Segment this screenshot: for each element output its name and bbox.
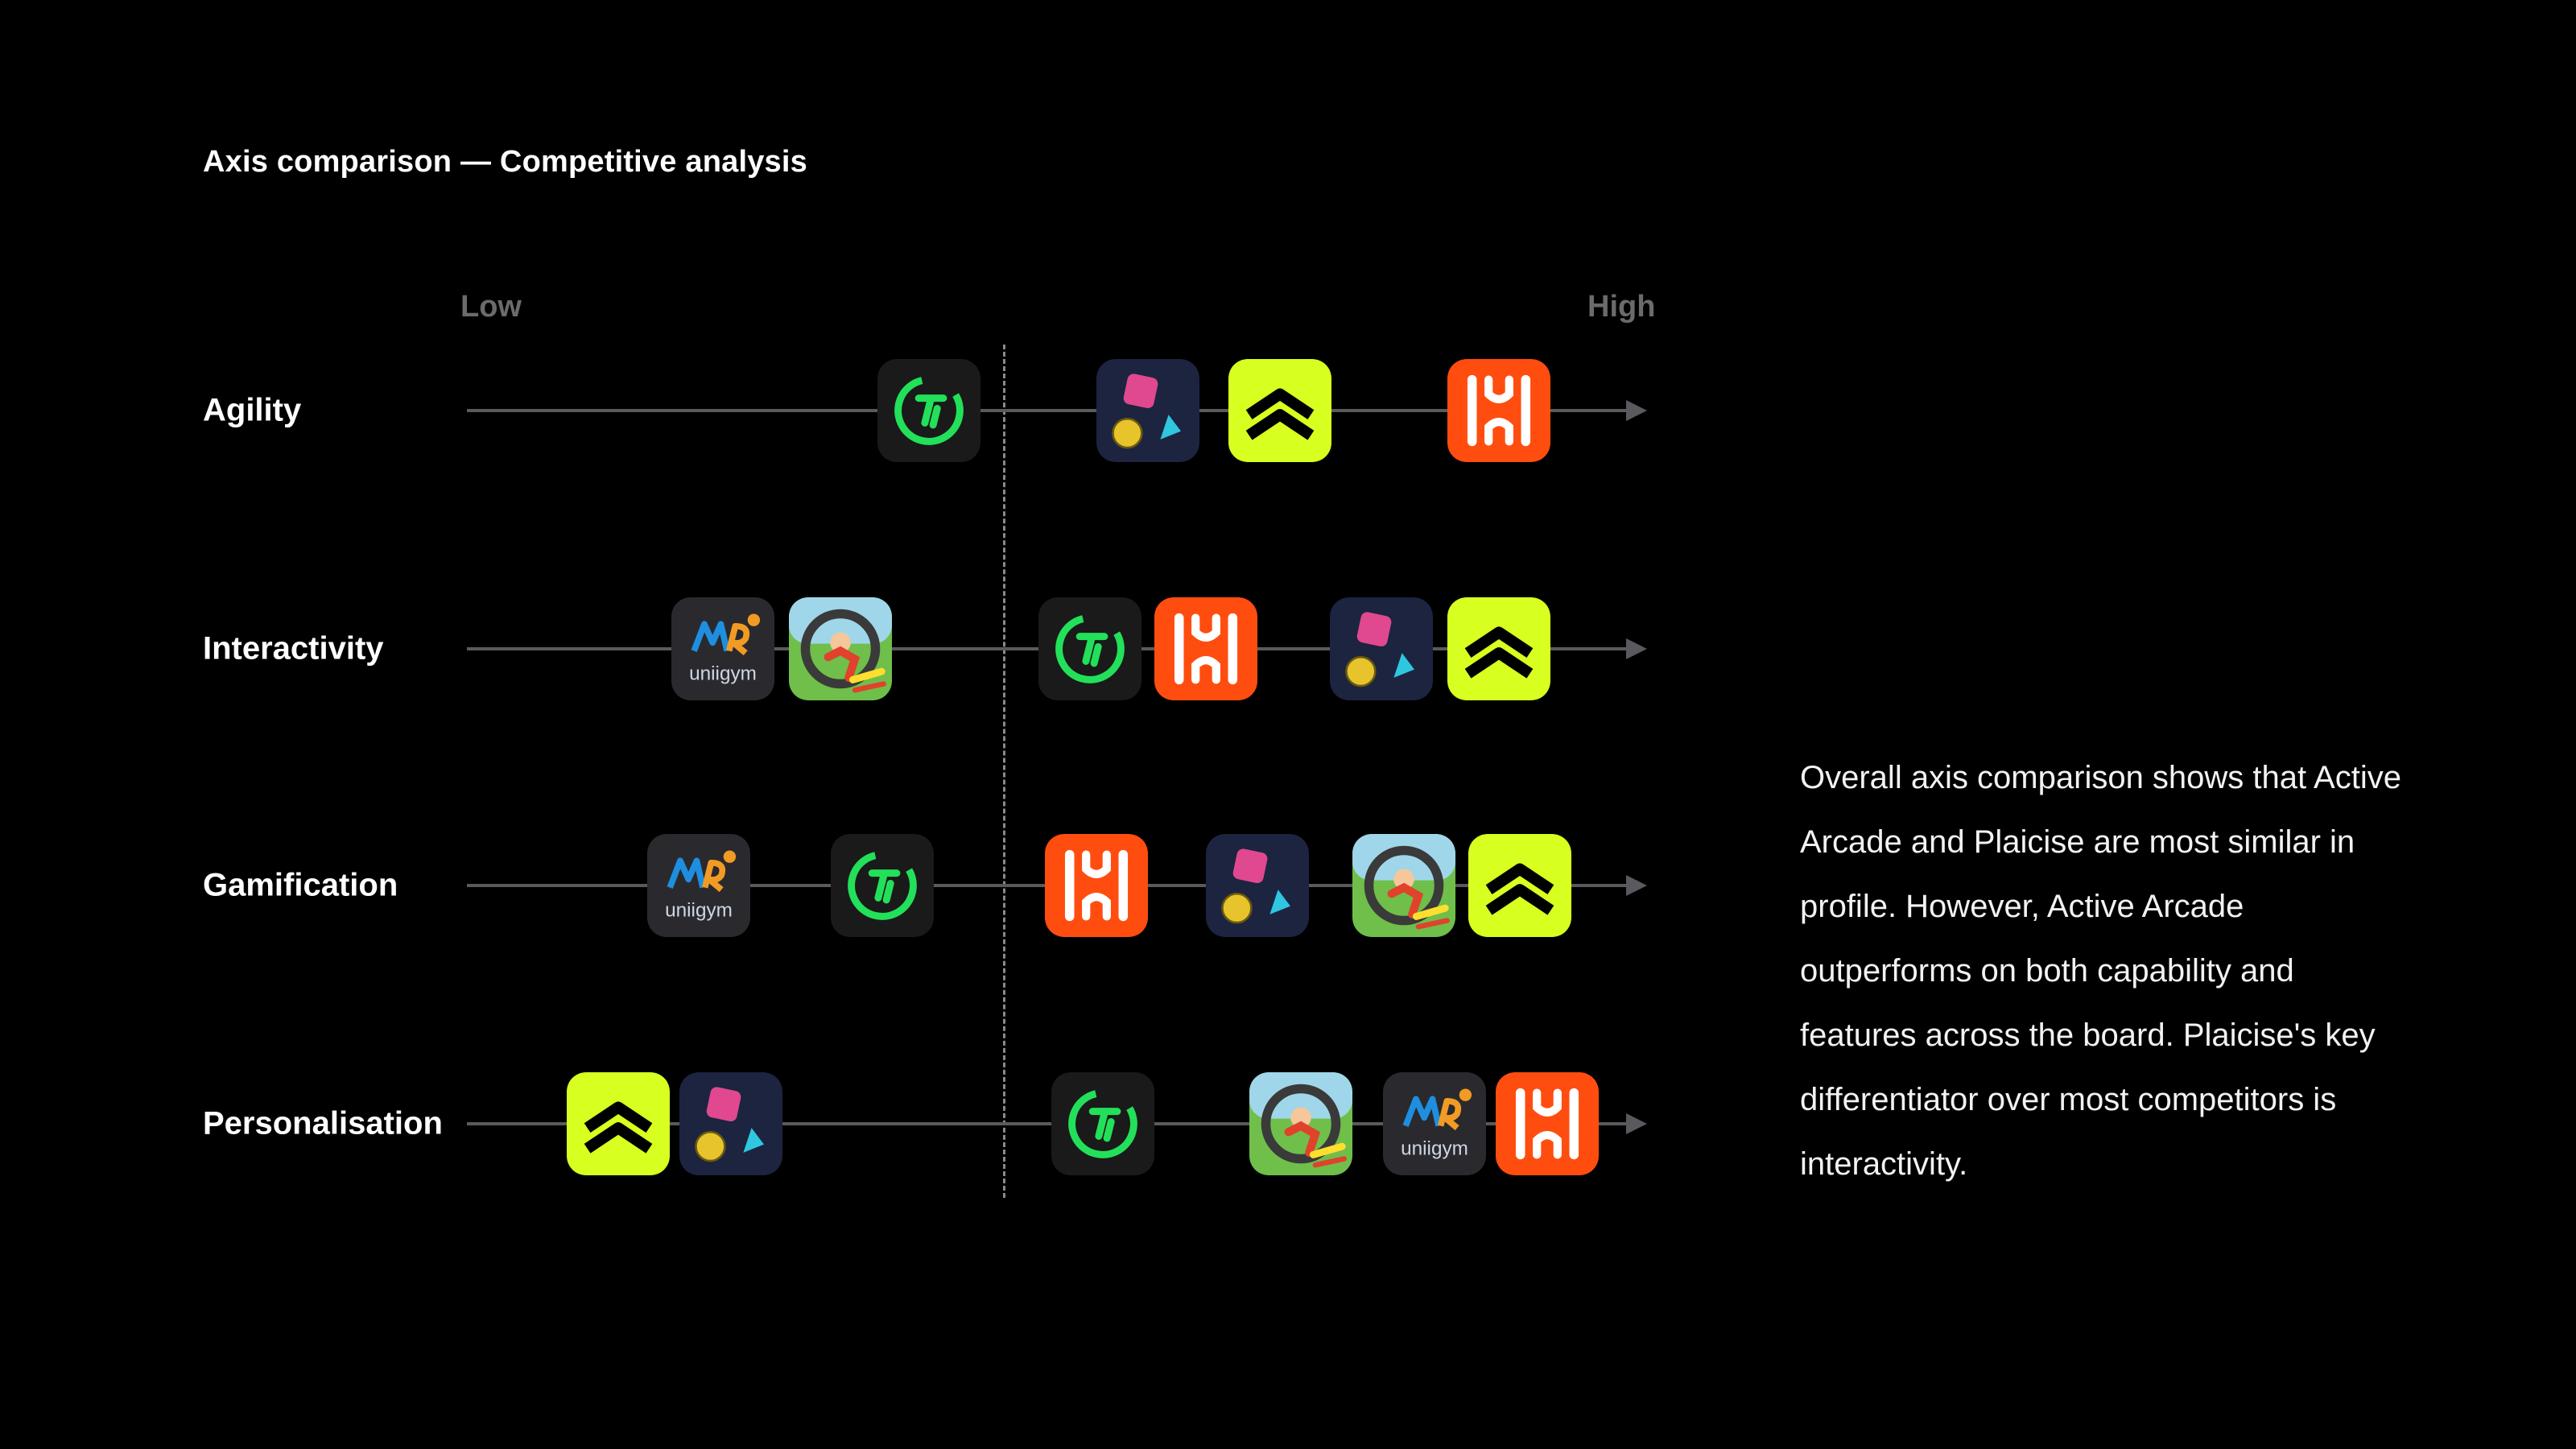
axis-row-label: Personalisation xyxy=(203,1105,443,1141)
jr-icon xyxy=(877,359,980,462)
scale-high-label: High xyxy=(1587,290,1656,324)
chevron-icon xyxy=(1447,597,1550,700)
svg-text:uniigym: uniigym xyxy=(1401,1137,1468,1159)
axis-row-label: Interactivity xyxy=(203,630,384,667)
chevron-icon xyxy=(1468,834,1571,937)
axis-arrow-icon xyxy=(1626,638,1647,659)
svg-text:uniigym: uniigym xyxy=(665,899,733,921)
ringfit-icon xyxy=(1249,1072,1352,1175)
chevron-icon xyxy=(567,1072,670,1175)
scale-low-label: Low xyxy=(460,290,522,324)
axis-arrow-icon xyxy=(1626,400,1647,421)
shapes-icon xyxy=(1330,597,1433,700)
uniigym-icon: uniigym xyxy=(671,597,774,700)
jr-icon xyxy=(831,834,934,937)
shapes-icon xyxy=(679,1072,782,1175)
axis-line xyxy=(467,1122,1626,1125)
jr-icon xyxy=(1051,1072,1154,1175)
shapes-icon xyxy=(1096,359,1199,462)
axis-row-label: Gamification xyxy=(203,867,398,903)
ringfit-icon xyxy=(789,597,892,700)
page-title: Axis comparison — Competitive analysis xyxy=(203,145,807,179)
axis-line xyxy=(467,409,1626,412)
svg-text:uniigym: uniigym xyxy=(689,663,757,684)
jr-icon xyxy=(1038,597,1141,700)
h-logo-icon xyxy=(1496,1072,1599,1175)
shapes-icon xyxy=(1206,834,1309,937)
axis-row-label: Agility xyxy=(203,392,302,428)
h-logo-icon xyxy=(1154,597,1257,700)
uniigym-icon: uniigym xyxy=(647,834,750,937)
uniigym-icon: uniigym xyxy=(1383,1072,1486,1175)
h-logo-icon xyxy=(1045,834,1148,937)
axis-arrow-icon xyxy=(1626,875,1647,896)
midpoint-divider xyxy=(1003,345,1005,1198)
h-logo-icon xyxy=(1447,359,1550,462)
ringfit-icon xyxy=(1352,834,1455,937)
axis-arrow-icon xyxy=(1626,1113,1647,1134)
summary-text: Overall axis comparison shows that Activ… xyxy=(1800,760,2401,1182)
chevron-icon xyxy=(1228,359,1331,462)
